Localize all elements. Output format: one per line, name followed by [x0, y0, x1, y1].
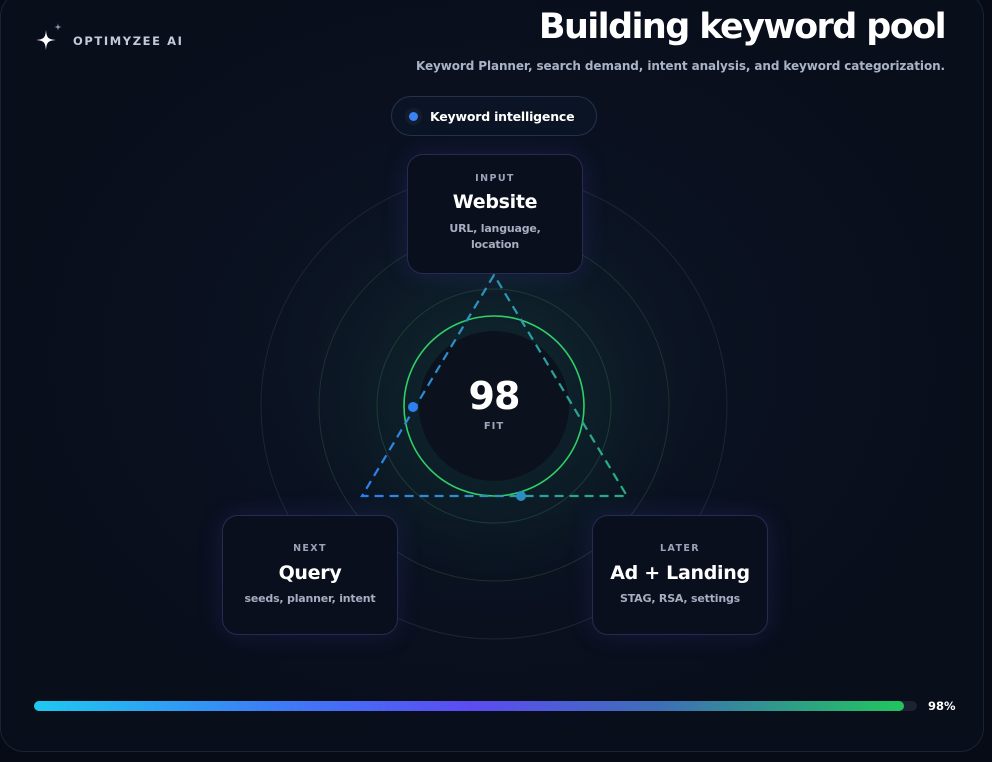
main-panel: OPTIMYZEE AI Building keyword pool Keywo…: [0, 0, 984, 752]
fit-score: 98 FIT: [419, 373, 569, 432]
flow-triangle: [360, 272, 629, 498]
step-title: Ad + Landing: [610, 562, 750, 584]
status-dot: [409, 111, 418, 121]
brand-name: OPTIMYZEE AI: [73, 34, 184, 48]
flow-node-left: [408, 402, 418, 412]
step-description: STAG, RSA, settings: [620, 592, 740, 605]
sparkle-icon: [36, 23, 62, 50]
keyword-intelligence-badge: Keyword intelligence: [391, 96, 597, 136]
fit-score-label: FIT: [483, 421, 505, 432]
progress-percent: 98%: [928, 699, 956, 713]
step-tag: NEXT: [293, 543, 327, 554]
fit-diagram: [260, 172, 728, 640]
flow-node-bottom: [516, 491, 526, 501]
page-title: Building keyword pool: [538, 7, 947, 47]
step-card-next: NEXT Query seeds, planner, intent: [222, 515, 398, 635]
step-card-later: LATER Ad + Landing STAG, RSA, settings: [592, 515, 768, 635]
step-title: Website: [452, 191, 538, 213]
fit-ring: [403, 315, 585, 497]
brand-logo: OPTIMYZEE AI: [33, 23, 184, 55]
step-card-input: INPUT Website URL, language, location: [407, 154, 583, 274]
step-title: Query: [278, 562, 342, 584]
badge-label: Keyword intelligence: [430, 108, 575, 124]
step-tag: INPUT: [475, 173, 515, 184]
fit-score-value: 98: [468, 374, 521, 418]
step-description: seeds, planner, intent: [244, 592, 376, 605]
progress-fill: [34, 701, 904, 711]
step-tag: LATER: [660, 543, 700, 554]
progress-bar: [34, 701, 917, 711]
inner-ring: [376, 288, 612, 524]
step-description: URL, language, location: [449, 222, 541, 251]
page-subtitle: Keyword Planner, search demand, intent a…: [416, 59, 945, 73]
score-disc: [419, 331, 569, 481]
